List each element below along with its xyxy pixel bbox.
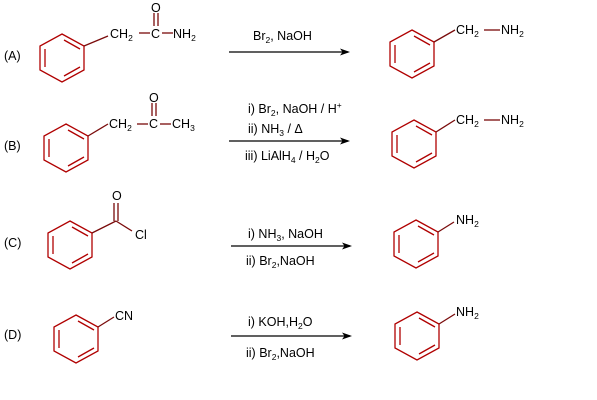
- option-b-product: CH2 NH2: [391, 113, 524, 169]
- reaction-arrow: [229, 137, 350, 145]
- option-b: (B) CH2 C O CH3 i) Br2, NaOH / H+ ii) NH…: [4, 91, 524, 173]
- reagent-line: ii) NH3 / Δ: [248, 122, 303, 138]
- ch2-group: CH2: [110, 27, 133, 43]
- methyl-group: CH3: [172, 117, 195, 133]
- option-c: (C) O Cl i) NH3, NaOH ii) Br2,NaOH: [4, 189, 479, 270]
- option-a-reactant: CH2 C O NH2: [39, 1, 196, 83]
- carbonyl-oxygen: O: [149, 91, 159, 105]
- carbonyl-oxygen: O: [151, 1, 161, 15]
- benzene-ring: [53, 314, 99, 364]
- acyl-oxygen: O: [112, 189, 122, 203]
- benzene-ring: [389, 29, 435, 79]
- option-d-product: NH2: [394, 305, 479, 361]
- carbonyl-carbon: C: [149, 117, 158, 131]
- option-a-label: (A): [4, 49, 21, 63]
- option-b-label: (B): [4, 139, 21, 153]
- reagent-line: Br2, NaOH: [253, 29, 312, 45]
- benzene-ring: [43, 123, 89, 173]
- amine-nh2: NH2: [501, 23, 524, 39]
- option-c-reactant: O Cl: [47, 189, 147, 270]
- ch2-group: CH2: [109, 117, 132, 133]
- option-c-label: (C): [4, 236, 21, 250]
- benzylamine-group: CH2: [456, 23, 479, 39]
- amide-nh2: NH2: [173, 27, 196, 43]
- option-c-product: NH2: [393, 213, 479, 269]
- reagent-line: i) Br2, NaOH / H+: [248, 100, 342, 118]
- reagent-line: ii) Br2,NaOH: [246, 346, 315, 362]
- carbonyl-carbon: C: [151, 27, 160, 41]
- option-a: (A) CH2 C O NH2 Br2, NaOH: [4, 1, 524, 83]
- reagent-line: i) KOH,H2O: [248, 315, 313, 331]
- benzene-ring: [394, 311, 440, 361]
- benzene-ring: [391, 119, 437, 169]
- option-a-conditions: Br2, NaOH: [229, 29, 350, 56]
- option-a-product: CH2 NH2: [389, 23, 524, 79]
- benzene-ring: [393, 219, 439, 269]
- chlorine-atom: Cl: [135, 228, 147, 242]
- option-d-conditions: i) KOH,H2O ii) Br2,NaOH: [231, 315, 352, 362]
- option-d-label: (D): [4, 328, 21, 342]
- reagent-line: iii) LiAlH4 / H2O: [245, 149, 330, 165]
- amine-nh2: NH2: [501, 113, 524, 129]
- benzene-ring: [47, 220, 93, 270]
- benzylamine-group: CH2: [456, 113, 479, 129]
- benzene-ring: [39, 33, 85, 83]
- reaction-arrow: [231, 332, 352, 340]
- reaction-arrow: [231, 242, 352, 250]
- option-b-conditions: i) Br2, NaOH / H+ ii) NH3 / Δ iii) LiAlH…: [229, 100, 350, 165]
- option-d: (D) CN i) KOH,H2O ii) Br2,NaOH: [4, 305, 479, 364]
- aniline-nh2: NH2: [456, 305, 479, 321]
- aniline-nh2: NH2: [456, 213, 479, 229]
- option-b-reactant: CH2 C O CH3: [43, 91, 195, 173]
- reaction-arrow: [229, 48, 350, 56]
- reagent-line: ii) Br2,NaOH: [246, 254, 315, 270]
- nitrile-group: CN: [115, 309, 133, 323]
- option-d-reactant: CN: [53, 309, 133, 364]
- option-c-conditions: i) NH3, NaOH ii) Br2,NaOH: [231, 227, 352, 270]
- reagent-line: i) NH3, NaOH: [248, 227, 323, 243]
